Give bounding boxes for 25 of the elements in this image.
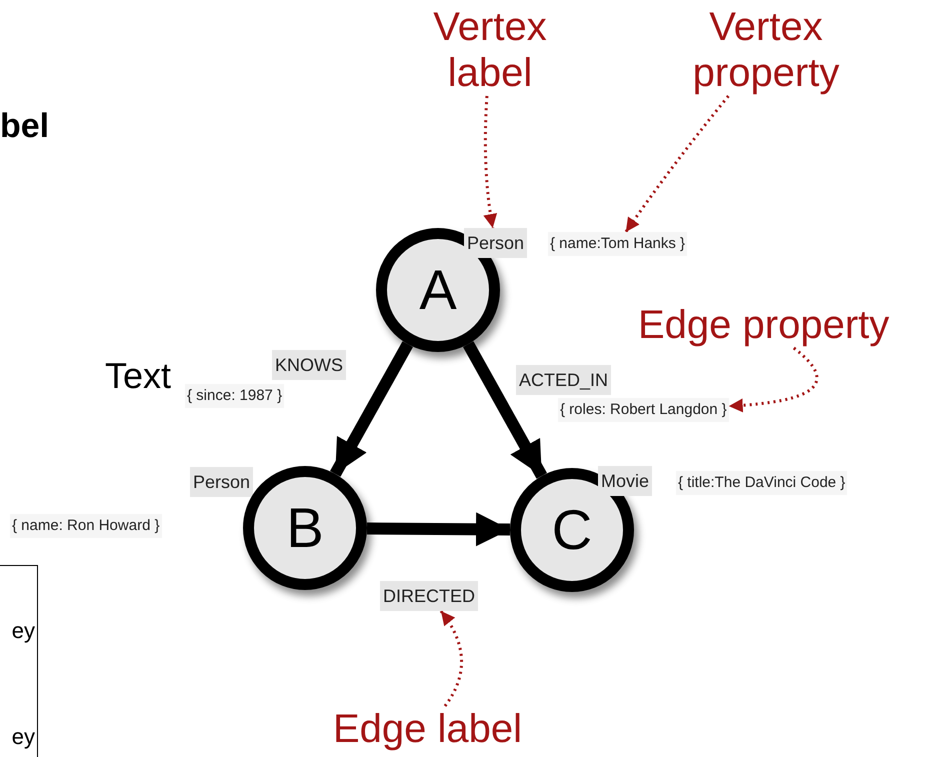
fragment-text: Text [105,356,172,396]
leader-line [728,346,818,412]
edge-label-tag: ACTED_IN [516,365,612,395]
arrow [366,512,510,546]
vertex-label-tag: Person [190,467,254,497]
annotation-text: Edge property [638,302,890,348]
property-text: { since: 1987 } [185,384,284,408]
vertex-label-tag: Person [464,228,528,258]
leader-line [624,95,730,233]
fragment-text: bel [0,106,50,146]
annotation-text: Vertex property [678,4,854,96]
leader-line [440,610,463,707]
property-text: { title:The DaVinci Code } [676,471,848,495]
property-text: { name: Ron Howard } [10,514,162,538]
property-text: { roles: Robert Langdon } [558,398,729,422]
vertex-label-tag: Movie [598,466,652,496]
table-box [0,565,38,757]
annotation-text: Vertex label [420,4,560,96]
property-text: { name:Tom Hanks } [548,232,688,256]
edge-label-tag: KNOWS [272,350,346,380]
edge-label-tag: DIRECTED [380,581,478,611]
table-text: ey [12,618,35,644]
leader-line [483,96,498,228]
table-text: ey [12,724,35,750]
annotation-text: Edge label [333,706,522,752]
